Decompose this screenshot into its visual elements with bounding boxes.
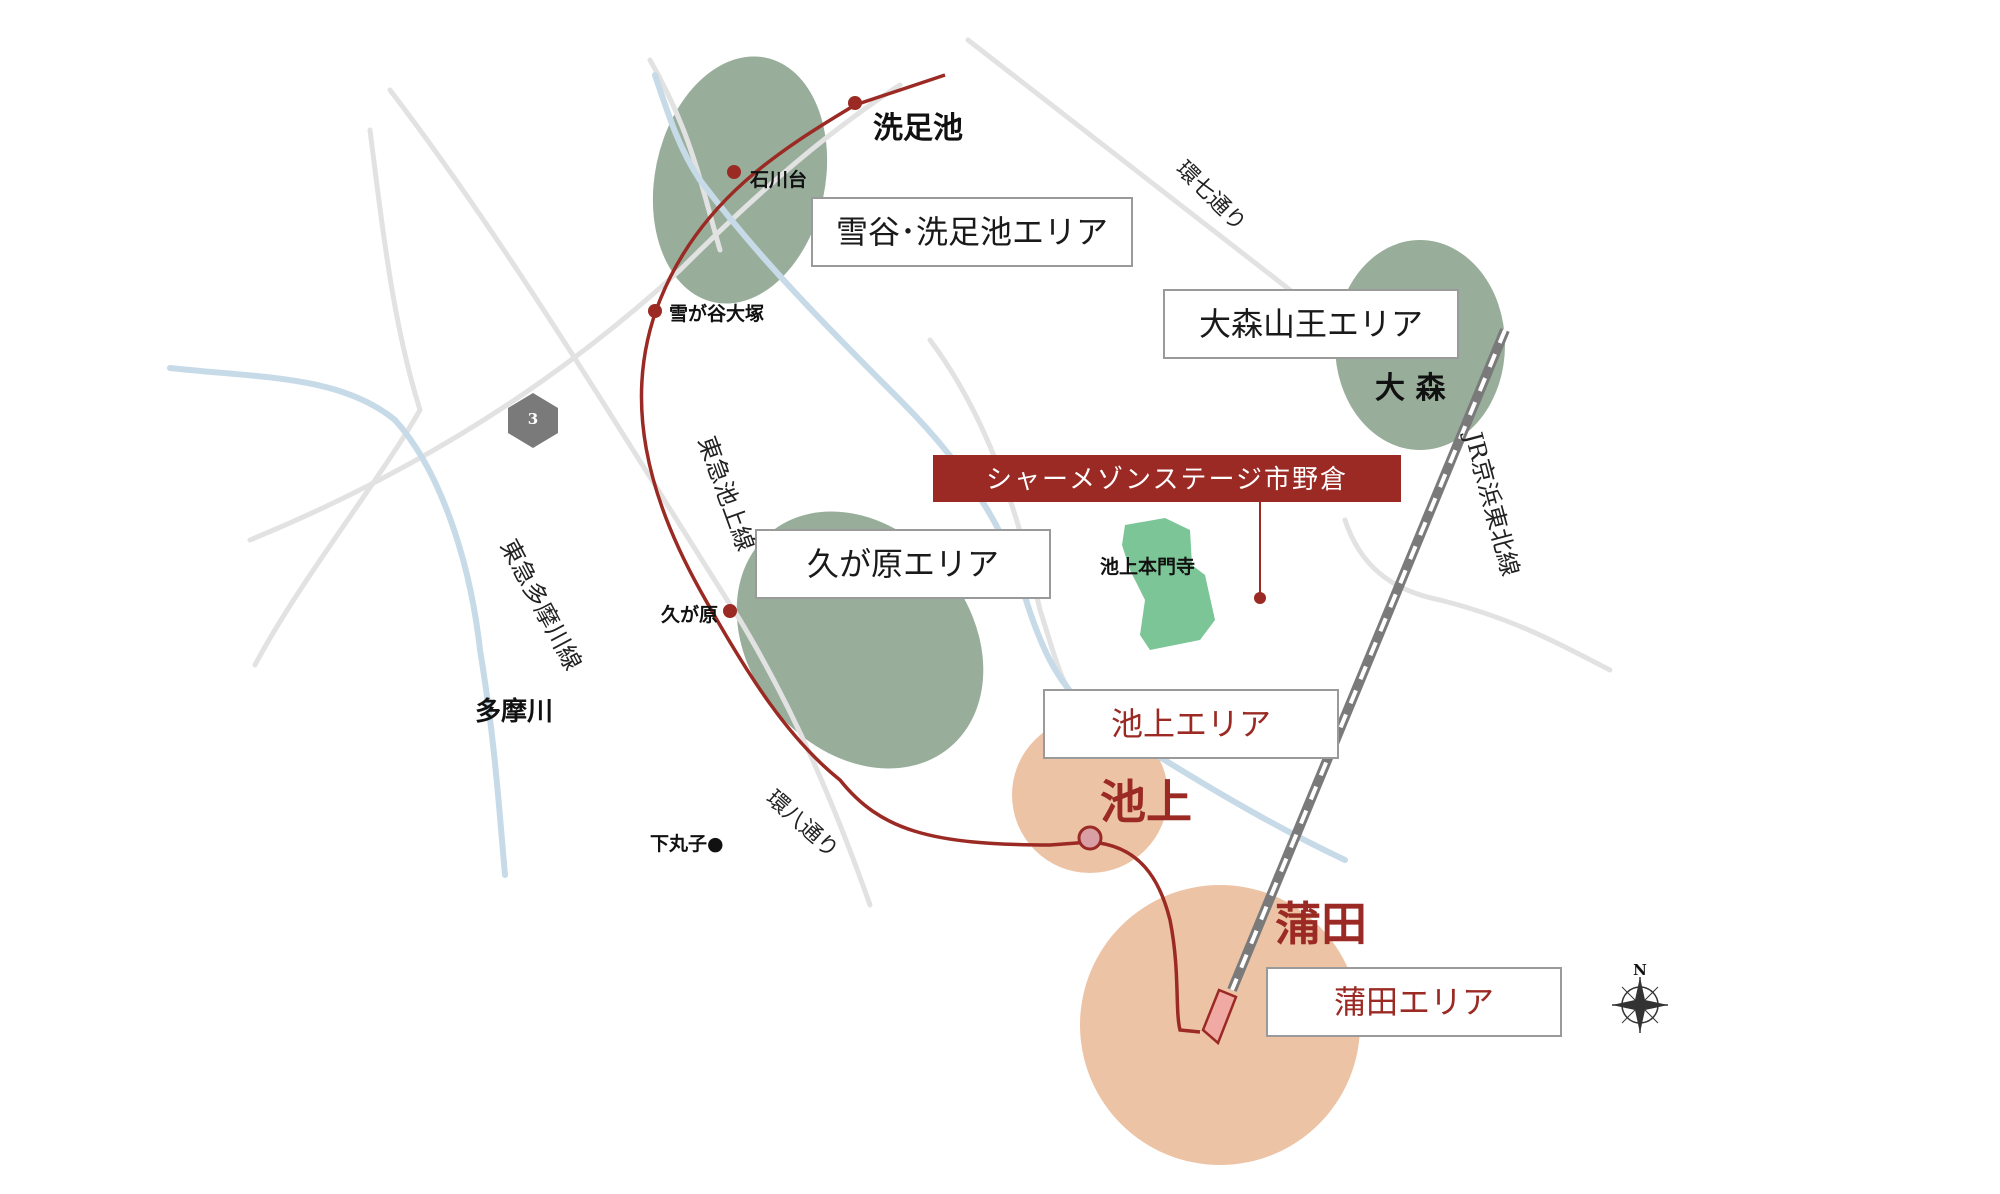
station-shimomaruko: 下丸子● — [650, 833, 724, 855]
label-tamagawa: 多摩川 — [475, 696, 553, 727]
area-ikegami: 池上エリア — [1111, 705, 1271, 743]
road-northwest — [647, 57, 723, 253]
area-labels: 雪谷･洗足池エリア 大森山王エリア 久が原エリア 池上エリア 蒲田エリア — [755, 197, 1562, 1037]
compass-rose: N — [1612, 961, 1668, 1033]
yukigaya-area-blob — [652, 56, 828, 304]
route-3-badge: 3 — [508, 393, 558, 448]
station-yukigaya-otsuka: 雪が谷大塚 — [669, 302, 764, 325]
kugahara-dot — [723, 604, 737, 618]
road-west — [252, 127, 423, 668]
landmark-labels: 池上本門寺 多摩川 — [475, 555, 1195, 727]
line-label-jr-keihin-tohoku: JR京浜東北線 — [1458, 426, 1524, 579]
station-omori: 大 森 — [1375, 371, 1446, 406]
station-dots — [648, 96, 1103, 851]
property-location-dot — [1254, 592, 1266, 604]
station-ikegami: 池上 — [1100, 775, 1192, 829]
yukigaya-otsuka-dot — [648, 304, 662, 318]
area-kugahara: 久が原エリア — [807, 545, 999, 583]
road-route3 — [247, 82, 903, 543]
station-senzokuike: 洗足池 — [873, 111, 963, 146]
property-name: シャーメゾンステージ市野倉 — [986, 465, 1348, 495]
station-kugahara: 久が原 — [661, 603, 718, 626]
road-kanpachi — [387, 87, 873, 908]
tamagawa-river — [167, 365, 508, 878]
road-east — [1342, 517, 1613, 673]
senzokuike-dot — [848, 96, 862, 110]
kamata-terminal — [1201, 988, 1238, 1046]
area-kamata: 蒲田エリア — [1334, 983, 1494, 1021]
label-ikegami-honmonji: 池上本門寺 — [1100, 555, 1195, 578]
road-label-kannana: 環七通り — [1171, 157, 1251, 237]
tokyu-ikegami-line — [639, 73, 1238, 1046]
jr-keihin-tohoku-line — [1227, 328, 1510, 992]
roads — [247, 37, 1613, 908]
route-3-label: 3 — [528, 410, 538, 428]
line-label-tokyu-ikegami: 東急池上線 — [692, 432, 759, 554]
station-labels: 洗足池 石川台 雪が谷大塚 久が原 池上 蒲田 大 森 下丸子● — [650, 111, 1446, 951]
ikegami-station-dot — [1077, 825, 1103, 851]
station-kamata: 蒲田 — [1275, 897, 1367, 951]
compass-north-label: N — [1633, 961, 1647, 979]
ikegami-honmonji-shape — [1122, 518, 1215, 650]
line-label-tokyu-tamagawa: 東急多摩川線 — [495, 535, 587, 675]
station-ishikawadai: 石川台 — [749, 168, 807, 191]
ishikawadai-dot — [727, 165, 741, 179]
area-omori-sanno: 大森山王エリア — [1199, 305, 1423, 343]
area-yukigaya-senzoku: 雪谷･洗足池エリア — [836, 213, 1108, 251]
property-marker: シャーメゾンステージ市野倉 — [933, 455, 1401, 604]
